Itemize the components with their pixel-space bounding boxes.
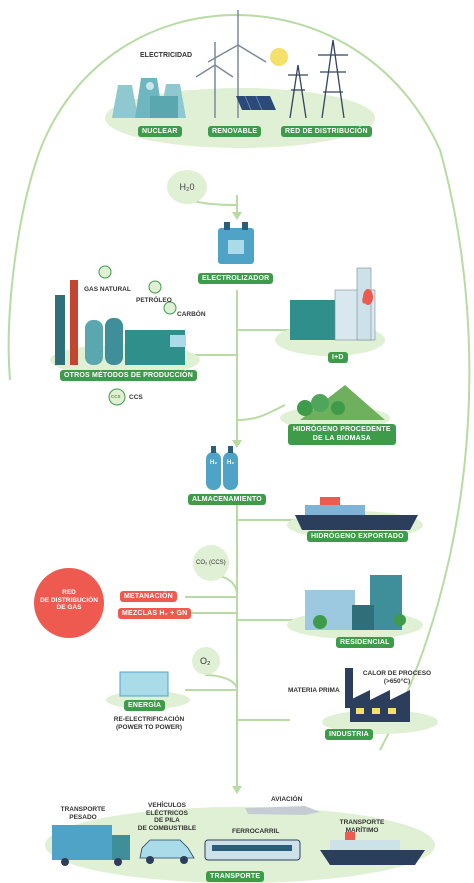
sun-icon	[270, 48, 288, 66]
electricity-title: ELECTRICIDAD	[140, 52, 193, 59]
mixtures-label: MEZCLAS H₂ + GN	[118, 608, 192, 619]
research-lab-icon	[290, 267, 376, 341]
storage-tanks-icon	[206, 446, 238, 490]
natural-gas-label: GAS NATURAL	[84, 286, 131, 293]
factory-icon	[345, 668, 410, 722]
solar-panel-icon	[236, 95, 276, 111]
biomass-icon	[297, 385, 385, 420]
ccs-label: CCS	[129, 394, 143, 401]
transport-label: TRANSPORTE	[206, 871, 265, 882]
biomass-label-line2: DE LA BIOMASA	[312, 434, 372, 442]
aviation-label: AVIACIÓN	[271, 796, 303, 803]
maritime-label: TRANSPORTE MARÍTIMO	[332, 819, 392, 834]
heavy-line1: TRANSPORTE	[60, 806, 106, 813]
coal-icon	[163, 301, 177, 315]
residential-buildings-icon	[305, 575, 406, 630]
ccs-icon	[108, 388, 126, 406]
airplane-icon	[245, 806, 320, 815]
fcv-line3: DE PILA	[154, 817, 180, 824]
gas-grid-line1: RED	[62, 589, 76, 596]
battery-icon	[119, 671, 169, 697]
natural-gas-icon	[98, 265, 112, 279]
cargo-ship-icon	[295, 497, 418, 530]
other-methods-label: OTROS MÉTODOS DE PRODUCCIÓN	[60, 370, 197, 381]
refinery-plant-icon	[55, 280, 186, 365]
grid-label: RED DE DISTRIBUCIÓN	[281, 126, 372, 137]
raw-material-label: MATERIA PRIMA	[288, 687, 340, 694]
fcv-line4: DE COMBUSTIBLE	[137, 824, 197, 832]
wind-turbine-icon	[195, 10, 267, 118]
tank1-text: H₂	[210, 460, 217, 466]
methanation-label: METANACIÓN	[120, 591, 177, 602]
process-heat-line1: CALOR DE PROCESO	[362, 670, 432, 677]
energy-label: ENERGÍA	[124, 700, 166, 711]
power-pylon-icon	[288, 39, 348, 119]
rail-label: FERROCARRIL	[232, 828, 280, 835]
process-heat-line2: (>650°C)	[383, 677, 411, 685]
nuclear-plant-icon	[112, 78, 186, 118]
gas-grid-line2: DE DISTRIBUCIÓN	[40, 596, 98, 604]
ccs-badge: CCS	[111, 394, 121, 399]
reelec-line2: (POWER TO POWER)	[116, 723, 182, 731]
outer-arc-left	[7, 149, 41, 381]
train-icon	[204, 839, 301, 861]
residential-label: RESIDENCIAL	[336, 637, 394, 648]
maritime-line1: TRANSPORTE	[339, 819, 385, 826]
electrolyzer-icon	[218, 222, 254, 264]
o2-label: O₂	[200, 656, 211, 666]
industry-label: INDUSTRIA	[325, 729, 373, 740]
reelec-line1: RE-ELECTRIFICACIÓN	[113, 716, 185, 723]
outer-arc	[39, 14, 471, 751]
heavy-transport-label: TRANSPORTE PESADO	[58, 806, 108, 821]
electrolyzer-label: ELECTROLIZADOR	[198, 273, 274, 284]
gas-grid-circle	[34, 568, 104, 638]
car-icon	[139, 839, 195, 864]
fcv-line1: VEHÍCULOS	[148, 802, 186, 809]
tank2-text: H₂	[227, 460, 234, 466]
gas-grid-label: RED DE DISTRIBUCIÓN DE GAS	[34, 589, 104, 612]
h2o-circle: H₂0	[167, 170, 207, 204]
oil-icon	[148, 280, 162, 294]
passenger-ship-icon	[320, 832, 425, 865]
oil-label: PETRÓLEO	[136, 297, 172, 304]
biomass-label: HIDRÓGENO PROCEDENTE DE LA BIOMASA	[288, 424, 396, 445]
export-label: HIDRÓGENO EXPORTADO	[307, 531, 408, 542]
maritime-line2: MARÍTIMO	[345, 826, 379, 834]
renewable-label: RENOVABLE	[208, 126, 262, 137]
biomass-label-line1: HIDRÓGENO PROCEDENTE	[293, 426, 391, 433]
reelectrification-label: RE-ELECTRIFICACIÓN (POWER TO POWER)	[104, 716, 194, 731]
o2-circle	[192, 647, 220, 675]
co2-label: CO₂ (CCS)	[196, 560, 226, 566]
gas-grid-line3: DE GAS	[56, 604, 82, 611]
truck-icon	[52, 825, 130, 866]
process-heat-label: CALOR DE PROCESO (>650°C)	[358, 670, 436, 685]
heavy-line2: PESADO	[69, 813, 97, 821]
fcv-line2: ELÉCTRICOS	[146, 809, 188, 817]
fcv-label: VEHÍCULOS ELÉCTRICOS DE PILA DE COMBUSTI…	[133, 802, 201, 832]
co2-circle	[193, 545, 229, 581]
rd-label: I+D	[328, 352, 348, 363]
storage-label: ALMACENAMIENTO	[188, 494, 266, 505]
nuclear-label: NUCLEAR	[138, 126, 182, 137]
coal-label: CARBÓN	[177, 311, 206, 318]
